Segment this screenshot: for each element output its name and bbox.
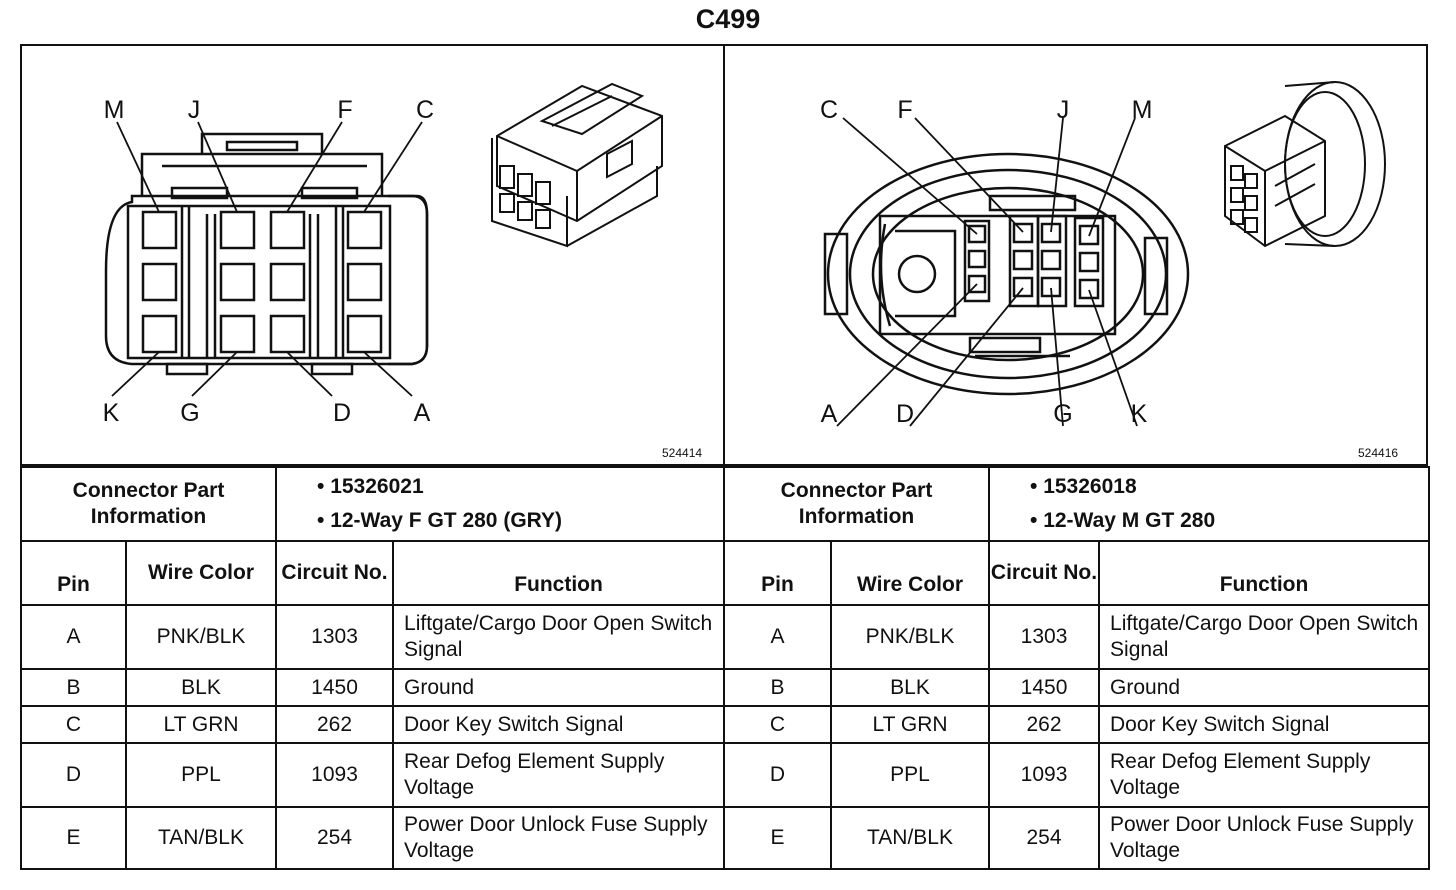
function-cell: Ground xyxy=(392,668,726,707)
wire-color-cell: LT GRN xyxy=(829,705,991,744)
circuit-cell: 1450 xyxy=(988,668,1101,707)
function-cell: Liftgate/Cargo Door Open Switch Signal xyxy=(392,604,726,670)
left-part-info-values: • 15326021 • 12-Way F GT 280 (GRY) xyxy=(275,466,726,542)
left-figure-id: 524414 xyxy=(662,446,703,460)
left-connector-iso-view xyxy=(491,82,663,248)
right-pin-label-d: D xyxy=(896,400,914,428)
pin-cell: C xyxy=(723,705,832,744)
circuit-cell: 254 xyxy=(275,806,395,870)
right-part-info-values: • 15326018 • 12-Way M GT 280 xyxy=(988,466,1431,542)
pin-cell: D xyxy=(723,742,832,808)
right-pin-label-j: J xyxy=(1057,96,1070,124)
left-part-info-label: Connector Part Information xyxy=(19,466,278,542)
circuit-cell: 1450 xyxy=(275,668,395,707)
circuit-cell: 254 xyxy=(988,806,1101,870)
right-figure-id: 524416 xyxy=(1358,446,1399,460)
wire-color-cell: PPL xyxy=(829,742,991,808)
left-pin-label-m: M xyxy=(104,96,125,124)
table-row: E TAN/BLK 254 Power Door Unlock Fuse Sup… xyxy=(20,806,726,870)
function-cell: Power Door Unlock Fuse Supply Voltage xyxy=(1098,806,1431,870)
function-cell: Liftgate/Cargo Door Open Switch Signal xyxy=(1098,604,1431,670)
function-cell: Door Key Switch Signal xyxy=(1098,705,1431,744)
left-pin-label-g: G xyxy=(180,399,199,427)
table-row: C LT GRN 262 Door Key Switch Signal xyxy=(20,705,726,744)
table-row: A PNK/BLK 1303 Liftgate/Cargo Door Open … xyxy=(723,604,1431,670)
pin-cell: B xyxy=(20,668,127,707)
right-pin-label-a: A xyxy=(821,400,838,428)
table-row: B BLK 1450 Ground xyxy=(20,668,726,707)
table-row: B BLK 1450 Ground xyxy=(723,668,1431,707)
pin-cell: A xyxy=(723,604,832,670)
right-pin-label-f: F xyxy=(897,96,912,124)
connector-figures: M J F C K G D A 524414 xyxy=(20,44,1428,466)
table-row: C LT GRN 262 Door Key Switch Signal xyxy=(723,705,1431,744)
wire-color-cell: TAN/BLK xyxy=(829,806,991,870)
right-pin-label-g: G xyxy=(1053,400,1072,428)
left-header-wire-color: Wire Color xyxy=(124,540,278,606)
wire-color-cell: PPL xyxy=(124,742,278,808)
wire-color-cell: BLK xyxy=(124,668,278,707)
wire-color-cell: PNK/BLK xyxy=(829,604,991,670)
right-part-info-label: Connector Part Information xyxy=(722,466,991,542)
circuit-cell: 1093 xyxy=(275,742,395,808)
function-cell: Rear Defog Element Supply Voltage xyxy=(1098,742,1431,808)
circuit-cell: 1303 xyxy=(275,604,395,670)
left-header-circuit: Circuit No. xyxy=(275,540,395,606)
table-row: E TAN/BLK 254 Power Door Unlock Fuse Sup… xyxy=(723,806,1431,870)
right-connector-face-view: C F J M A D G K xyxy=(820,81,1386,428)
left-pin-label-d: D xyxy=(333,399,351,427)
diagram-title: C499 xyxy=(695,4,761,34)
pin-cell: D xyxy=(20,742,127,808)
function-cell: Rear Defog Element Supply Voltage xyxy=(392,742,726,808)
left-pin-label-j: J xyxy=(188,96,201,124)
table-row: D PPL 1093 Rear Defog Element Supply Vol… xyxy=(20,742,726,808)
wire-color-cell: TAN/BLK xyxy=(124,806,278,870)
right-pin-label-m: M xyxy=(1132,96,1153,124)
circuit-cell: 262 xyxy=(275,705,395,744)
left-pin-label-a: A xyxy=(414,399,431,427)
right-connector-iso-view xyxy=(1224,81,1386,248)
right-header-wire-color: Wire Color xyxy=(829,540,991,606)
circuit-cell: 262 xyxy=(988,705,1101,744)
circuit-cell: 1093 xyxy=(988,742,1101,808)
left-pin-label-k: K xyxy=(103,399,120,427)
pin-cell: C xyxy=(20,705,127,744)
right-part-number: 15326018 xyxy=(1043,475,1137,498)
function-cell: Ground xyxy=(1098,668,1431,707)
left-header-pin: Pin xyxy=(20,540,127,606)
function-cell: Power Door Unlock Fuse Supply Voltage xyxy=(392,806,726,870)
wire-color-cell: LT GRN xyxy=(124,705,278,744)
left-pin-label-f: F xyxy=(337,96,352,124)
figure-divider xyxy=(723,46,725,464)
pin-cell: B xyxy=(723,668,832,707)
right-header-function: Function xyxy=(1098,540,1431,606)
circuit-cell: 1303 xyxy=(988,604,1101,670)
pin-cell: A xyxy=(20,604,127,670)
table-row: A PNK/BLK 1303 Liftgate/Cargo Door Open … xyxy=(20,604,726,670)
function-cell: Door Key Switch Signal xyxy=(392,705,726,744)
left-pin-label-c: C xyxy=(416,96,434,124)
wire-color-cell: BLK xyxy=(829,668,991,707)
table-row: D PPL 1093 Rear Defog Element Supply Vol… xyxy=(723,742,1431,808)
pin-cell: E xyxy=(723,806,832,870)
right-pin-label-c: C xyxy=(820,96,838,124)
wire-color-cell: PNK/BLK xyxy=(124,604,278,670)
right-connector-table: Connector Part Information • 15326018 • … xyxy=(722,466,1431,870)
left-header-function: Function xyxy=(392,540,726,606)
right-part-description: 12-Way M GT 280 xyxy=(1043,509,1216,532)
left-connector-face-view: M J F C K G D A xyxy=(103,82,663,427)
right-header-circuit: Circuit No. xyxy=(988,540,1101,606)
left-part-description: 12-Way F GT 280 (GRY) xyxy=(330,509,563,532)
right-pin-label-k: K xyxy=(1131,400,1148,428)
pin-cell: E xyxy=(20,806,127,870)
right-header-pin: Pin xyxy=(723,540,832,606)
left-connector-table: Connector Part Information • 15326021 • … xyxy=(19,466,726,870)
left-part-number: 15326021 xyxy=(330,475,424,498)
